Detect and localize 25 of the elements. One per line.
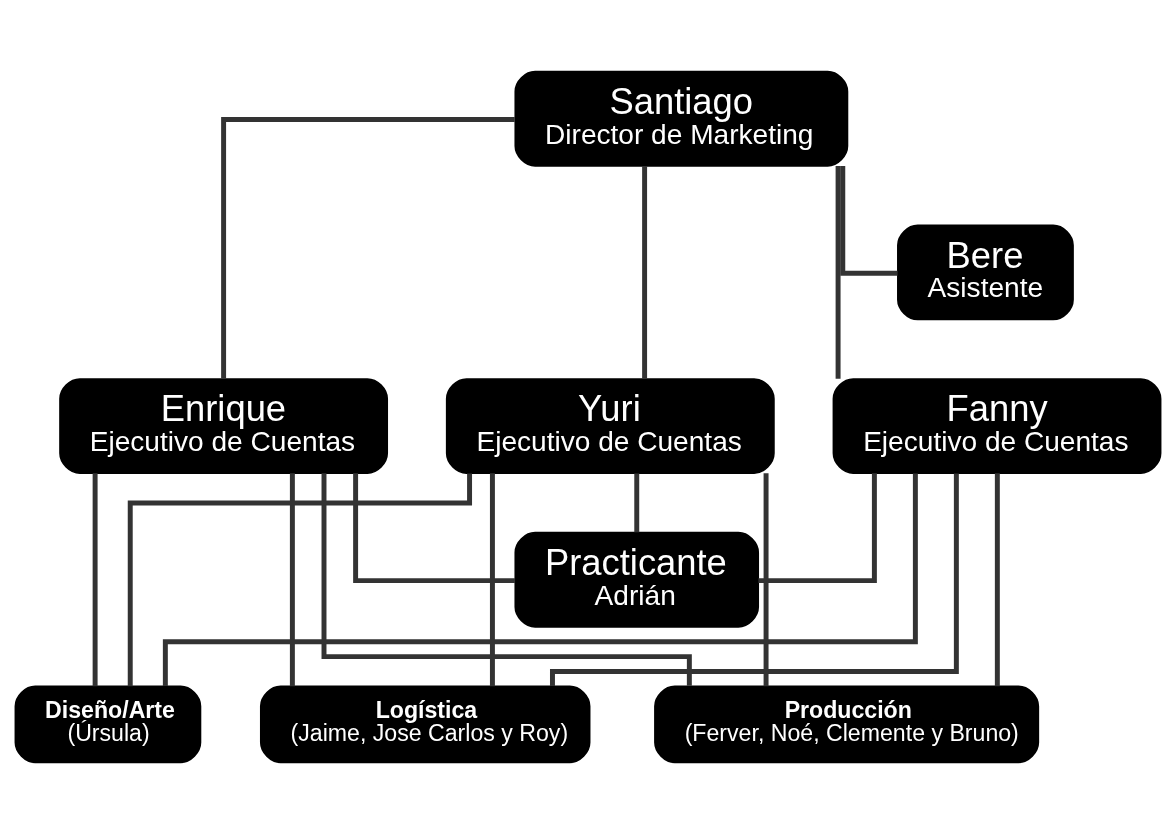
node-box: Logística (Jaime, Jose Carlos y Roy) (259, 685, 591, 763)
connector (758, 472, 877, 583)
node-box: Fanny Ejecutivo de Cuentas (832, 377, 1162, 474)
node-box: Yuri Ejecutivo de Cuentas (445, 377, 775, 474)
connector (321, 472, 692, 686)
connector (353, 472, 516, 583)
connector (92, 472, 98, 686)
node-box: Producción (Ferver, Noé, Clemente y Bruno) (654, 685, 1040, 763)
connector (763, 472, 769, 686)
connector (550, 472, 959, 686)
connector (840, 165, 898, 276)
connector (994, 472, 1000, 686)
connector (489, 472, 495, 686)
connector (835, 165, 841, 379)
node-box: Santiago Director de Marketing (514, 70, 849, 167)
connector (162, 472, 918, 686)
node-box: Bere Asistente (897, 223, 1074, 320)
node-box: Diseño/Arte (Úrsula) (14, 685, 202, 763)
connector (634, 472, 640, 532)
connector (289, 472, 295, 686)
connector (127, 472, 473, 686)
node-box: Enrique Ejecutivo de Cuentas (59, 377, 389, 474)
connector (642, 165, 648, 379)
node-box: Practicante Adrián (514, 531, 760, 628)
connector (221, 116, 515, 379)
